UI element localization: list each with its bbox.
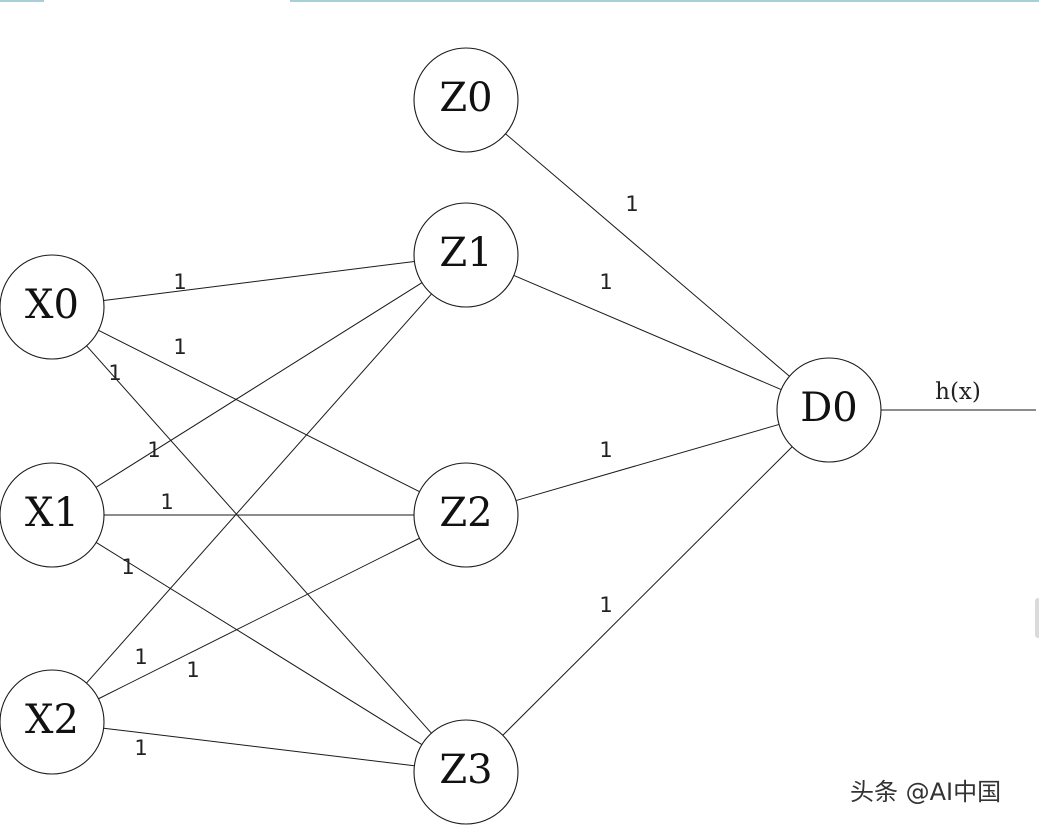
node-label: X2 [25, 697, 79, 743]
node-label: Z1 [439, 230, 492, 276]
edge-x0-z2 [98, 329, 420, 493]
node-z3: Z3 [413, 719, 519, 825]
node-circle [413, 462, 519, 568]
edge-weight-label: 1 [599, 270, 612, 294]
node-label: X0 [25, 282, 79, 328]
node-circle [776, 357, 882, 463]
node-d0: D0 [776, 357, 882, 463]
edge-x1-z1 [95, 282, 423, 488]
edge-x2-z1 [86, 293, 432, 684]
node-z0: Z0 [413, 47, 519, 153]
top-border-segment [290, 0, 1039, 2]
node-circle [0, 462, 105, 568]
edge-weight-label: 1 [599, 593, 612, 617]
edge-z3-d0 [502, 446, 793, 736]
node-label: Z2 [439, 490, 492, 536]
node-z1: Z1 [413, 202, 519, 308]
edge-weight-label: 1 [173, 270, 186, 294]
node-circle [413, 202, 519, 308]
edge-weight-label: 1 [625, 192, 638, 216]
edge-z0-d0 [505, 133, 790, 377]
edge-weight-label: 1 [147, 438, 160, 462]
edge-z1-d0 [513, 274, 782, 391]
edge-x1-z3 [95, 542, 423, 745]
node-label: D0 [800, 385, 858, 431]
edge-z2-d0 [515, 423, 780, 502]
node-circle [0, 669, 105, 775]
node-circle [413, 47, 519, 153]
node-x1: X1 [0, 462, 105, 568]
top-border-strip [0, 0, 1039, 3]
side-scroll-tab [1035, 598, 1039, 638]
node-circle [413, 719, 519, 825]
output-layer: h(x) [881, 379, 1036, 411]
node-z2: Z2 [413, 462, 519, 568]
edge-x0-z3 [86, 345, 432, 734]
node-label: Z3 [439, 747, 492, 793]
top-border-segment [0, 0, 44, 2]
edges-layer [86, 133, 793, 767]
edge-weight-label: 1 [108, 361, 121, 385]
edge-x2-z3 [103, 727, 415, 767]
node-label: Z0 [439, 75, 492, 121]
edge-weight-label: 1 [134, 736, 147, 760]
edge-weight-label: 1 [160, 490, 173, 514]
edge-weight-label: 1 [134, 645, 147, 669]
node-x2: X2 [0, 669, 105, 775]
edge-weight-label: 1 [599, 438, 612, 462]
node-label: X1 [25, 490, 79, 536]
edge-weight-label: 1 [173, 335, 186, 359]
output-label: h(x) [935, 379, 981, 405]
node-circle [0, 254, 105, 360]
edge-labels-layer: 1 1 1 1 1 1 1 1 1 1 1 1 1 [108, 192, 638, 760]
edge-weight-label: 1 [121, 555, 134, 579]
edge-x2-z2 [98, 537, 420, 700]
node-x0: X0 [0, 254, 105, 360]
watermark-text: 头条 @AI中国 [850, 778, 1002, 806]
edge-x0-z1 [103, 260, 415, 302]
edge-weight-label: 1 [186, 658, 199, 682]
